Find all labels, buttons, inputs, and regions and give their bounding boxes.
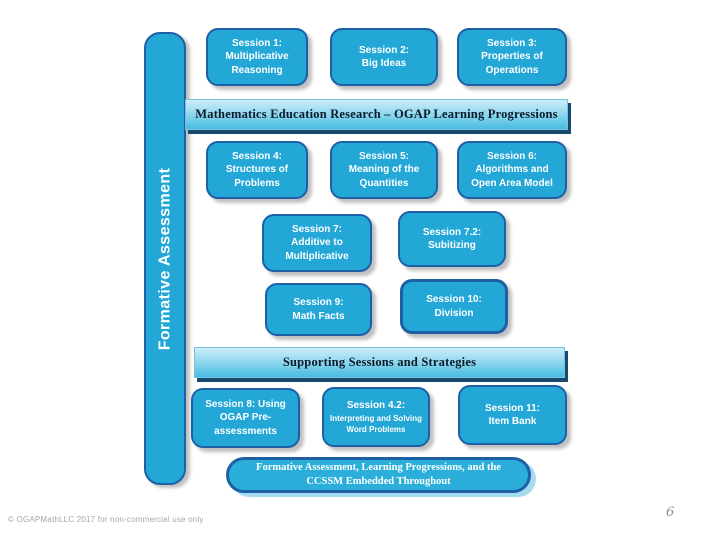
session-7-2-line2: Subitizing (428, 240, 476, 251)
vertical-bar-label: Formative Assessment (156, 167, 173, 350)
session-11-title: Session 11: (484, 402, 541, 414)
session-11-box: Session 11: Item Bank (458, 385, 567, 445)
session-1-box: Session 1: Multiplicative Reasoning (206, 28, 308, 86)
session-4-title: Session 4: (231, 150, 283, 162)
session-5-box: Session 5: Meaning of the Quantities (330, 141, 438, 199)
session-9-box: Session 9: Math Facts (265, 283, 372, 336)
session-8-line3: assessments (214, 425, 277, 437)
session-9-title: Session 9: (293, 297, 344, 308)
session-6-line2: Algorithms and (475, 164, 549, 176)
bottom-summary-line1: Formative Assessment, Learning Progressi… (256, 461, 501, 473)
session-8-line2: OGAP Pre- (219, 412, 272, 424)
session-9-line2: Math Facts (292, 310, 345, 322)
bottom-summary-pill: Formative Assessment, Learning Progressi… (226, 457, 531, 493)
session-7-line3: Multiplicative (285, 250, 349, 262)
session-10-line2: Division (434, 307, 474, 319)
supporting-banner-label: Supporting Sessions and Strategies (282, 355, 477, 369)
page-number: 6 (666, 505, 675, 520)
session-4-2-title: Session 4.2: (346, 400, 406, 412)
research-banner-label: Mathematics Education Research – OGAP Le… (195, 107, 558, 121)
session-4-2-box: Session 4.2: Interpreting and Solving Wo… (322, 387, 430, 447)
session-4-box: Session 4: Structures of Problems (206, 141, 308, 199)
session-6-line3: Open Area Model (471, 177, 553, 189)
session-7-2-box: Session 7.2: Subitizing (398, 211, 506, 267)
formative-assessment-vertical-bar: Formative Assessment (144, 32, 186, 485)
session-2-box: Session 2: Big Ideas (330, 28, 438, 86)
session-4-2-line2: Interpreting and Solving (329, 413, 422, 423)
session-3-box: Session 3: Properties of Operations (457, 28, 567, 86)
session-11-line2: Item Bank (488, 416, 537, 427)
research-banner: Mathematics Education Research – OGAP Le… (185, 99, 568, 130)
session-2-line2: Big Ideas (361, 58, 407, 69)
session-3-line2: Properties of (481, 51, 543, 63)
session-6-box: Session 6: Algorithms and Open Area Mode… (457, 141, 567, 199)
session-4-line3: Problems (234, 177, 280, 189)
supporting-banner: Supporting Sessions and Strategies (194, 347, 565, 378)
session-1-line3: Reasoning (231, 64, 283, 76)
session-1-line2: Multiplicative (225, 51, 289, 63)
session-4-2-line3: Word Problems (346, 424, 406, 434)
session-10-box: Session 10: Division (400, 279, 508, 334)
session-8-box: Session 8: Using OGAP Pre- assessments (191, 388, 300, 448)
session-7-2-title: Session 7.2: (422, 226, 482, 238)
session-6-title: Session 6: (486, 150, 538, 162)
session-7-line2: Additive to (291, 237, 343, 249)
session-3-line3: Operations (485, 64, 539, 76)
session-7-box: Session 7: Additive to Multiplicative (262, 214, 372, 272)
session-4-line2: Structures of (225, 164, 289, 176)
session-1-title: Session 1: (231, 37, 283, 49)
session-8-title: Session 8: Using (205, 398, 286, 410)
session-5-title: Session 5: (358, 150, 410, 162)
session-7-title: Session 7: (291, 223, 343, 235)
copyright-text: © OGAPMathLLC 2017 for non-commercial us… (8, 515, 204, 524)
session-10-title: Session 10: (426, 294, 482, 305)
bottom-summary-line2: CCSSM Embedded Throughout (306, 476, 451, 487)
session-5-line2: Meaning of the (348, 164, 420, 176)
session-2-title: Session 2: (358, 44, 410, 56)
session-5-line3: Quantities (359, 177, 409, 189)
session-3-title: Session 3: (486, 37, 538, 49)
